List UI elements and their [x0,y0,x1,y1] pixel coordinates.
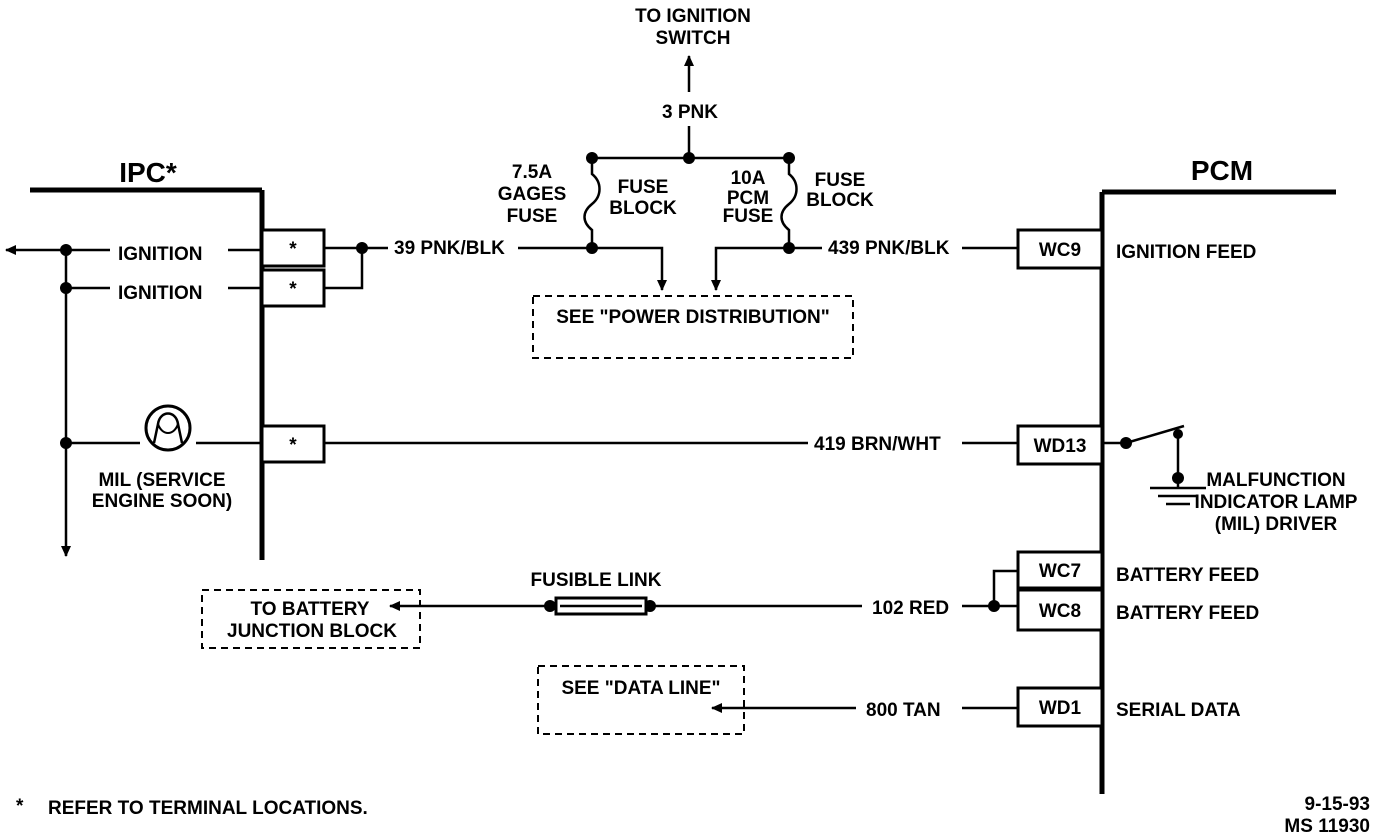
mil-wire-label: 419 BRN/WHT [814,434,941,455]
pcm-terminal-wc8 [1016,588,1104,632]
pcm-terminal-id: WC8 [1039,601,1081,622]
footnote-text: REFER TO TERMINAL LOCATIONS. [48,798,368,819]
pcm-terminal-function: IGNITION FEED [1116,242,1256,263]
pcm-fuse-symbol [780,158,798,248]
fuse-block-label: BLOCK [806,190,874,211]
fuse-block-label: FUSE [618,177,669,198]
pcm-fuse-label: FUSE [723,206,774,227]
diagram-date: 9-15-93 [1305,794,1371,815]
gages-fuse-label: FUSE [507,206,558,227]
pcm-fuse-label: 10A [731,168,766,189]
pcm-terminal-id: WD13 [1034,436,1087,457]
battery-junction-label: TO BATTERY [251,599,370,620]
gages-fuse-symbol [583,158,601,248]
fuse-block-label: BLOCK [609,198,677,219]
pcm-fuse-label: PCM [727,188,769,209]
footnote-mark: * [16,796,24,817]
pcm-terminal-wc9 [1016,228,1104,270]
ignition-switch-label-2: SWITCH [656,28,731,49]
pcm-terminal-id: WC7 [1039,561,1081,582]
pcm-terminal-function: SERIAL DATA [1116,700,1241,721]
ipc-ignition-wire [324,246,364,290]
pcm-terminal-id: WC9 [1039,240,1081,261]
ipc-ignition-label: IGNITION [118,244,202,265]
fusible-link-label: FUSIBLE LINK [531,570,662,591]
power-distribution-arrow [592,246,667,291]
pcm-terminal-wd13 [1016,424,1104,466]
mil-label: ENGINE SOON) [92,491,232,512]
battery-feed-jumper [992,569,1018,606]
data-line-box [537,665,745,735]
battery-junction-label: JUNCTION BLOCK [227,621,397,642]
pcm-terminal-function: BATTERY FEED [1116,565,1259,586]
ground-icon [1150,486,1206,506]
gages-fuse-label: 7.5A [512,162,552,183]
ipc-feed-wire-label: 39 PNK/BLK [394,238,505,259]
ipc-terminal-mark: * [289,239,297,260]
battery-wire-label: 102 RED [872,598,949,619]
ipc-terminal-mark: * [289,435,297,456]
mil-driver-switch [1125,424,1185,445]
mil-driver-label: MALFUNCTION [1206,470,1345,491]
mil-bulb-icon [144,404,192,452]
pcm-terminal-wd1 [1016,686,1104,728]
pcm-feed-wire-label: 439 PNK/BLK [828,238,950,259]
switch-contact [1173,429,1183,439]
fuse-block-label: FUSE [815,170,866,191]
pcm-terminal-id: WD1 [1039,698,1082,719]
ignition-switch-label-1: TO IGNITION [635,6,751,27]
power-distribution-label: SEE "POWER DISTRIBUTION" [556,307,829,328]
data-wire-label: 800 TAN [866,700,941,721]
ipc-terminal-mark: * [289,279,297,300]
battery-junction-box [201,589,421,649]
ipc-title: IPC* [119,157,177,188]
gages-fuse-label: GAGES [498,184,567,205]
data-line-label: SEE "DATA LINE" [561,678,720,699]
ipc-terminal [260,268,326,308]
power-distribution-box [532,295,854,359]
splice-dot [544,600,556,612]
pcm-terminal-wc7 [1016,550,1104,590]
mil-driver-label: (MIL) DRIVER [1215,514,1338,535]
splice-dot [683,152,695,164]
diagram-code: MS 11930 [1284,816,1370,837]
ignition-wire-label: 3 PNK [662,102,718,123]
pcm-terminal-function: BATTERY FEED [1116,603,1259,624]
power-distribution-arrow [711,246,789,291]
mil-driver-label: INDICATOR LAMP [1195,492,1358,513]
ipc-ignition-label: IGNITION [118,283,202,304]
mil-label: MIL (SERVICE [98,470,225,491]
pcm-title: PCM [1191,155,1253,186]
